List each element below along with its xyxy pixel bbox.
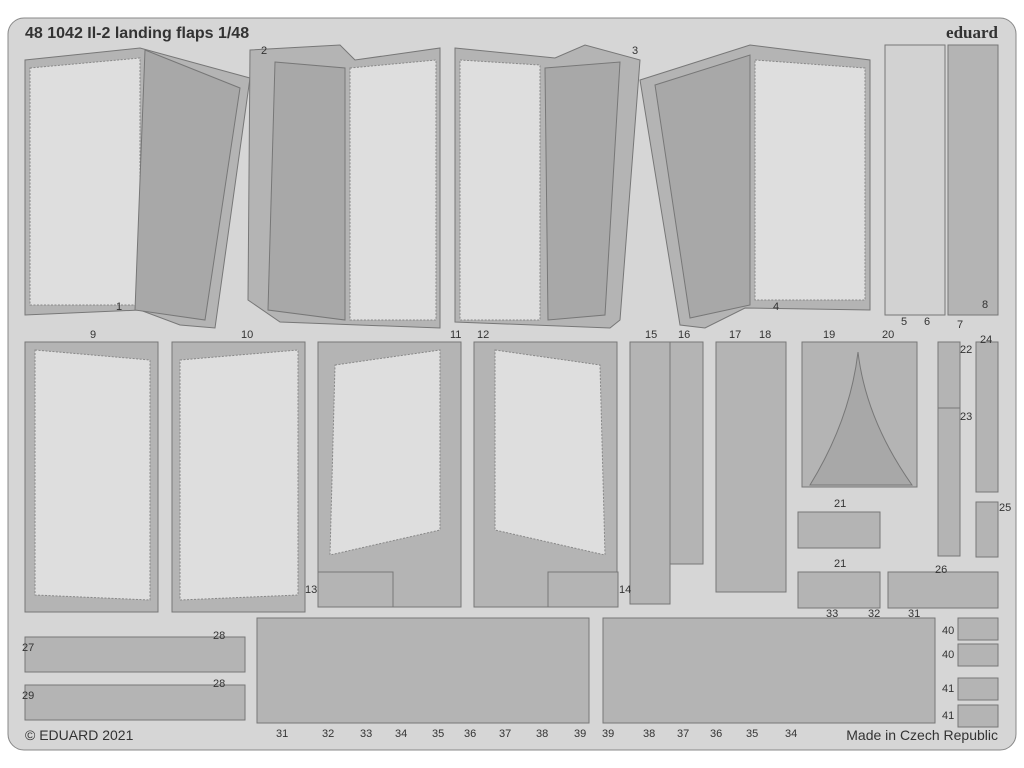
part-21b [797, 571, 881, 609]
part-40a [957, 617, 999, 641]
part-7-8 [947, 44, 999, 316]
part-label: 21 [834, 498, 846, 510]
part-label: 37 [499, 728, 511, 740]
part-40b [957, 643, 999, 667]
part-label: 31 [276, 728, 288, 740]
part-label: 28 [213, 630, 225, 642]
part-label: 32 [322, 728, 334, 740]
part-label: 36 [464, 728, 476, 740]
top-flap-parts [24, 44, 999, 329]
part-label: 8 [982, 299, 988, 311]
part-label: 25 [999, 502, 1011, 514]
part-label: 6 [924, 316, 930, 328]
part-label: 16 [678, 329, 690, 341]
part-label: 21 [834, 558, 846, 570]
part-23 [937, 407, 961, 557]
part-label: 11 [450, 329, 461, 341]
part-29-28 [24, 684, 246, 721]
part-label: 41 [942, 710, 954, 722]
part-label: 7 [957, 319, 963, 331]
part-label: 15 [645, 329, 657, 341]
part-41a [957, 677, 999, 701]
parts-39-31-right [602, 617, 936, 724]
part-label: 38 [536, 728, 548, 740]
part-26 [887, 571, 999, 609]
bottom-parts [24, 617, 999, 728]
part-17-18 [715, 341, 787, 593]
part-label: 41 [942, 683, 954, 695]
part-label: 40 [942, 625, 954, 637]
part-label: 26 [935, 564, 947, 576]
part-label: 5 [901, 316, 907, 328]
part-label: 37 [677, 728, 689, 740]
part-25 [975, 501, 999, 558]
part-label: 33 [360, 728, 372, 740]
part-label: 38 [643, 728, 655, 740]
part-label: 40 [942, 649, 954, 661]
part-label: 4 [773, 301, 779, 313]
part-label: 9 [90, 329, 96, 341]
origin-text: Made in Czech Republic [846, 727, 998, 743]
part-label: 14 [619, 584, 631, 596]
middle-parts [24, 341, 999, 613]
part-label: 39 [602, 728, 614, 740]
part-label: 1 [116, 301, 122, 313]
part-label: 27 [22, 642, 34, 654]
part-label: 2 [261, 45, 267, 57]
part-label: 24 [980, 334, 992, 346]
part-label: 39 [574, 728, 586, 740]
part-label: 20 [882, 329, 894, 341]
part-label: 18 [759, 329, 771, 341]
part-label: 10 [241, 329, 253, 341]
part-label: 35 [432, 728, 444, 740]
brand-logo: eduard [946, 23, 999, 42]
part-label: 3 [632, 45, 638, 57]
part-14 [547, 571, 619, 608]
part-label: 28 [213, 678, 225, 690]
fret-title: 48 1042 Il-2 landing flaps 1/48 [25, 25, 249, 42]
part-label: 35 [746, 728, 758, 740]
part-label: 17 [729, 329, 741, 341]
copyright: © EDUARD 2021 [25, 727, 134, 743]
part-label: 29 [22, 690, 34, 702]
part-label: 34 [395, 728, 407, 740]
part-13 [317, 571, 394, 608]
part-label: 33 [826, 608, 838, 620]
part-label: 34 [785, 728, 797, 740]
part-label: 13 [305, 584, 317, 596]
part-label: 12 [477, 329, 489, 341]
bottom-part-labels: 31 32 33 34 35 36 37 38 39 39 38 37 36 3… [276, 728, 797, 740]
part-label: 32 [868, 608, 880, 620]
part-27-28 [24, 636, 246, 673]
part-21a [797, 511, 881, 549]
part-24 [975, 341, 999, 493]
part-5-6 [884, 44, 946, 316]
part-41b [957, 704, 999, 728]
part-label: 23 [960, 411, 972, 423]
part-label: 19 [823, 329, 835, 341]
part-15 [629, 341, 671, 605]
part-labels: 1 2 3 4 5 6 7 8 9 10 11 12 13 14 15 16 1… [22, 45, 1011, 722]
part-label: 22 [960, 344, 972, 356]
part-label: 36 [710, 728, 722, 740]
part-label: 31 [908, 608, 920, 620]
part-16 [669, 341, 704, 565]
parts-31-39-left [256, 617, 590, 724]
